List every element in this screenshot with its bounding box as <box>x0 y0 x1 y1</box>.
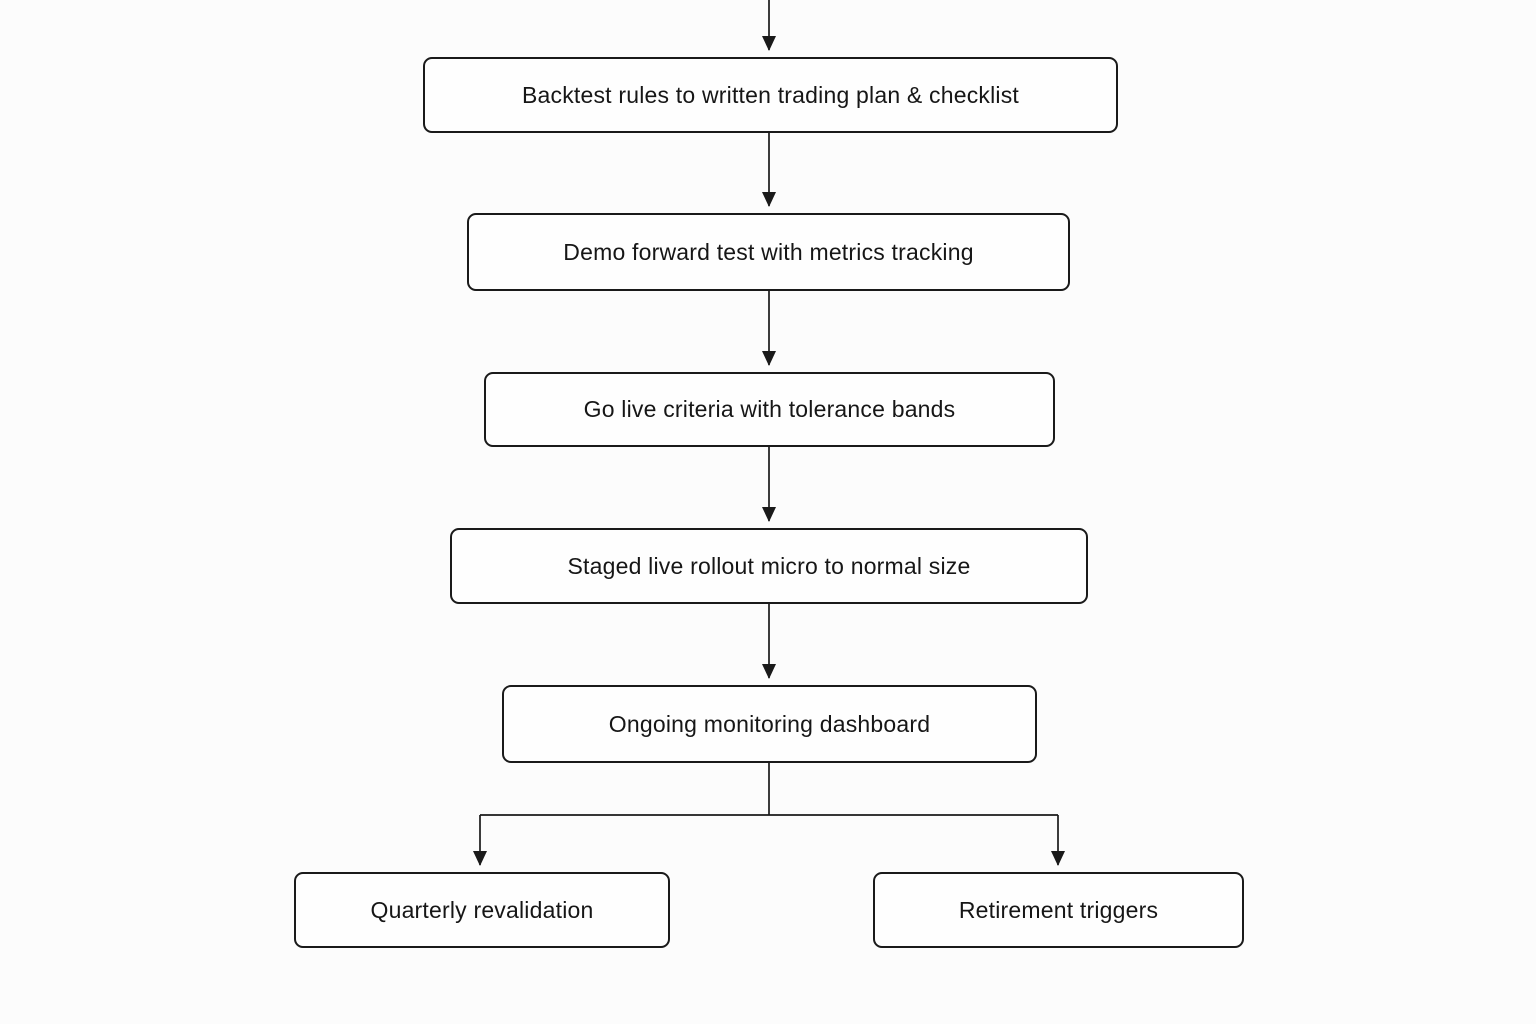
flow-node-quarterly-revalidation-label: Quarterly revalidation <box>370 896 594 923</box>
flow-node-backtest-plan-label: Backtest rules to written trading plan &… <box>521 81 1020 108</box>
flow-node-go-live-criteria: Go live criteria with tolerance bands <box>484 372 1055 447</box>
flow-node-staged-rollout-label: Staged live rollout micro to normal size <box>567 552 971 579</box>
flow-node-monitoring-dashboard: Ongoing monitoring dashboard <box>502 685 1037 763</box>
flow-node-go-live-criteria-label: Go live criteria with tolerance bands <box>583 396 956 422</box>
flow-node-retirement-triggers: Retirement triggers <box>873 872 1244 948</box>
flow-node-demo-forward-test-label: Demo forward test with metrics tracking <box>563 238 974 265</box>
flow-node-retirement-triggers-label: Retirement triggers <box>958 896 1159 923</box>
flow-node-staged-rollout: Staged live rollout micro to normal size <box>450 528 1088 604</box>
flow-node-backtest-plan: Backtest rules to written trading plan &… <box>423 57 1118 133</box>
flow-node-monitoring-dashboard-label: Ongoing monitoring dashboard <box>608 710 931 737</box>
flow-node-quarterly-revalidation: Quarterly revalidation <box>294 872 670 948</box>
flow-node-demo-forward-test: Demo forward test with metrics tracking <box>467 213 1070 291</box>
